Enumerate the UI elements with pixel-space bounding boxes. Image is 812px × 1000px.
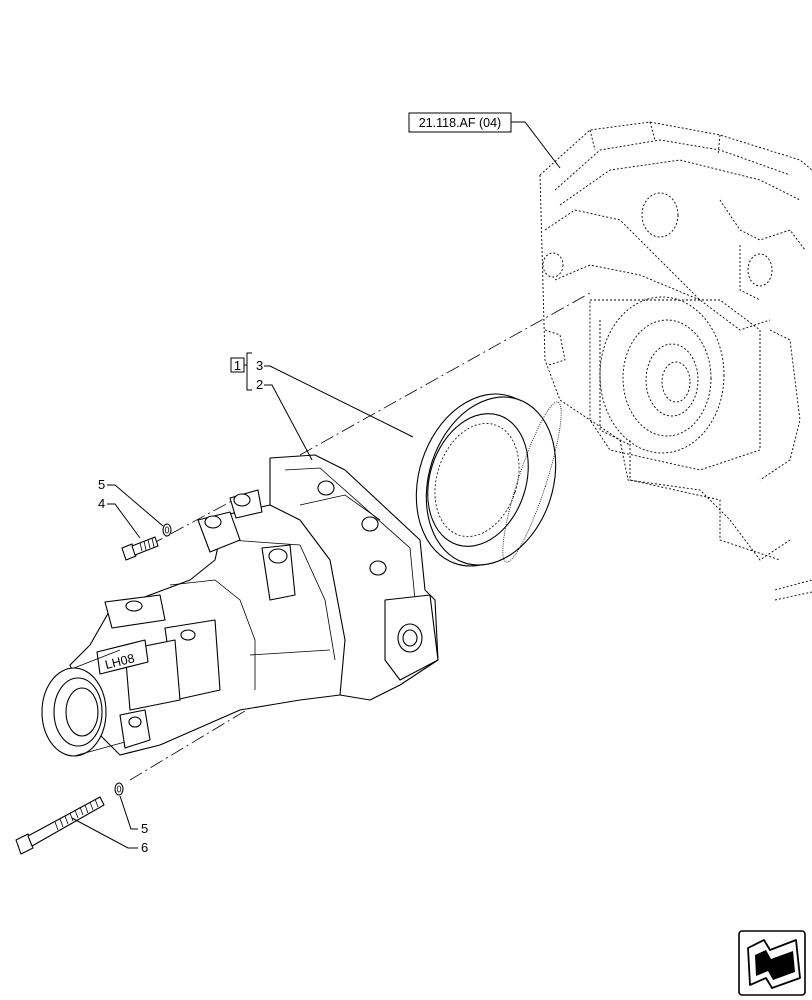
callout-3: 3	[256, 358, 414, 438]
callout-5-top: 5	[98, 477, 164, 527]
page-navigation-arrow-icon[interactable]	[738, 930, 806, 996]
kit-number: 1	[234, 358, 241, 373]
bolt-item-4	[121, 536, 159, 561]
reference-label: 21.118.AF (04)	[419, 116, 501, 130]
washer-item-5-bottom	[114, 782, 124, 796]
callout-2-label: 2	[256, 377, 263, 392]
final-drive-housing: LH08	[41, 454, 439, 757]
callout-4-label: 4	[98, 496, 105, 511]
assembly-centerline	[299, 292, 591, 456]
housing-marking-tag: LH08	[96, 639, 149, 675]
callout-3-label: 3	[256, 358, 263, 373]
callout-5-bottom-label: 5	[141, 821, 148, 836]
bolt-4-centerline	[149, 493, 246, 546]
callout-2: 2	[256, 377, 313, 461]
callout-6-label: 6	[141, 840, 148, 855]
ring-gear	[415, 393, 562, 567]
bolt-item-6	[15, 796, 105, 855]
reference-callout[interactable]: 21.118.AF (04)	[408, 112, 561, 169]
callout-6: 6	[71, 817, 148, 855]
callout-5-top-label: 5	[98, 477, 105, 492]
callout-5-bottom: 5	[119, 795, 148, 836]
washer-item-5-top	[162, 523, 172, 537]
kit-bracket: 1	[230, 352, 252, 391]
transmission-housing-phantom	[539, 121, 812, 601]
callout-4: 4	[98, 496, 141, 539]
